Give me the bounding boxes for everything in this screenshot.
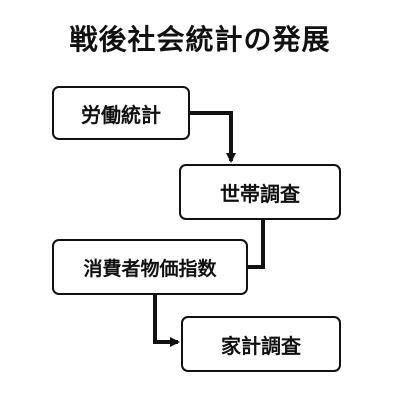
- flow-box-label: 消費者物価指数: [83, 257, 217, 280]
- flow-box-consumer-price-index: 消費者物価指数: [52, 239, 248, 295]
- flow-box-label: 労働統計: [81, 102, 161, 127]
- flow-box-labor-statistics: 労働統計: [52, 86, 190, 140]
- connector-3-to-4: [153, 295, 180, 347]
- flow-box-label: 家計調査: [221, 333, 301, 358]
- flow-box-household-survey: 世帯調査: [179, 164, 341, 220]
- page-title: 戦後社会統計の発展: [69, 23, 331, 56]
- flow-box-label: 世帯調査: [220, 181, 300, 206]
- connector-1-to-2: [190, 111, 236, 163]
- flow-box-family-income-survey: 家計調査: [181, 316, 341, 372]
- connector-2-to-3: [248, 220, 265, 269]
